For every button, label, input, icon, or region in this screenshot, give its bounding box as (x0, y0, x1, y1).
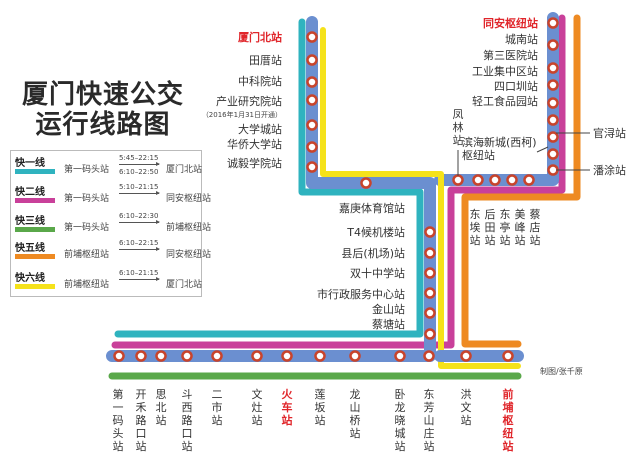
legend-to: 厦门北站 (166, 165, 203, 175)
map-title: 厦门快速公交 运行线路图 (8, 80, 198, 140)
station-label: 大学城站 (238, 123, 282, 136)
station-label: 滨海新城(西柯)枢纽站 (462, 136, 537, 162)
line5-color-swatch (15, 254, 55, 259)
line1-route (114, 18, 424, 338)
station-label: 文灶站 (251, 388, 263, 427)
station-label: 后田站 (484, 208, 496, 247)
station-label: 中科院站 (238, 75, 282, 88)
station-label: 官浔站 (593, 127, 626, 140)
station-label: 莲坂站 (314, 388, 326, 427)
legend-time-out: 6:10–22:15 (119, 239, 159, 247)
legend-row-line3: 快三线 第一码头站 6:10–22:30 前埔枢纽站 (11, 212, 211, 240)
station-label: 第一码头站 (112, 388, 124, 453)
legend-from: 第一码头站 (64, 194, 110, 204)
station-label: 东芳山庄站 (423, 388, 435, 453)
legend-time-out: 5:10–21:15 (119, 183, 159, 191)
station-label: 洪文站 (460, 388, 472, 427)
station-label: 凤林站 (452, 108, 464, 147)
opening-note: （2016年1月31日开通） (201, 111, 282, 119)
legend-from: 第一码头站 (64, 223, 110, 233)
station-label: 诚毅学院站 (227, 157, 282, 170)
arrow-icon (119, 220, 160, 224)
arrow-icon (119, 162, 160, 166)
station-label: 同安枢纽站 (483, 17, 538, 30)
legend-to: 同安枢纽站 (166, 250, 212, 260)
station-label: 潘涂站 (593, 164, 626, 177)
legend-line-name: 快二线 (15, 187, 45, 198)
legend-line-name: 快五线 (15, 243, 45, 254)
station-label: 卧龙晓城站 (394, 388, 406, 453)
legend-line-name: 快一线 (15, 158, 45, 169)
station-label: 城南站 (505, 33, 538, 46)
legend-to: 同安枢纽站 (166, 194, 212, 204)
legend: 快一线 第一码头站 5:45–22:15 6:10–22:50 厦门北站 快二线… (10, 150, 211, 297)
station-label: 火车站 (281, 388, 293, 427)
station-label: 东埃站 (469, 208, 481, 247)
line5-route (461, 14, 581, 348)
legend-row-line5: 快五线 前埔枢纽站 6:10–22:15 同安枢纽站 (11, 239, 211, 267)
legend-time-out: 6:10–22:30 (119, 212, 159, 220)
station-label: 金山站 (372, 303, 405, 316)
legend-row-line1: 快一线 第一码头站 5:45–22:15 6:10–22:50 厦门北站 (11, 154, 203, 182)
legend-time-out: 6:10–21:15 (119, 269, 159, 277)
station-label: 工业集中区站 (472, 65, 538, 78)
station-label: 斗西路口站 (181, 388, 193, 453)
station-label: 田厝站 (249, 54, 282, 67)
legend-row-line2: 快二线 第一码头站 5:10–21:15 同安枢纽站 (11, 183, 211, 211)
station-label: 双十中学站 (350, 267, 405, 280)
station-label: 蔡店站 (529, 208, 541, 247)
title-line-1: 厦门快速公交 (21, 80, 184, 110)
station-label: 前埔枢纽站 (502, 388, 514, 453)
station-label: 二市站 (211, 388, 223, 427)
station-label: 蔡塘站 (372, 318, 405, 331)
arrow-icon (119, 247, 160, 251)
legend-from: 前埔枢纽站 (64, 250, 110, 260)
legend-to: 前埔枢纽站 (166, 223, 212, 233)
station-label: 嘉庚体育馆站 (339, 202, 405, 215)
title-line-2: 运行线路图 (35, 110, 171, 140)
legend-to: 厦门北站 (166, 280, 203, 290)
arrow-icon (119, 191, 160, 195)
legend-row-line6: 快六线 前埔枢纽站 6:10–21:15 厦门北站 (11, 269, 203, 297)
station-label: 四口圳站 (494, 80, 538, 93)
station-label: 开禾路口站 (135, 388, 147, 453)
legend-from: 前埔枢纽站 (64, 280, 110, 290)
station-label: 厦门北站 (238, 31, 282, 44)
map-credit: 制图/张千原 (540, 367, 583, 376)
station-label: 美峰站 (514, 208, 526, 247)
station-label: 市行政服务中心站 (317, 288, 405, 301)
legend-line-name: 快六线 (15, 273, 45, 284)
station-label: 东亭站 (499, 208, 511, 247)
line6-route (320, 27, 521, 369)
station-label: 产业研究院站 (216, 95, 282, 108)
station-markers (113, 17, 559, 362)
line1-color-swatch (15, 169, 55, 174)
station-label: T4候机楼站 (347, 226, 405, 239)
station-label: 第三医院站 (483, 49, 538, 62)
line2-color-swatch (15, 198, 55, 203)
legend-from: 第一码头站 (64, 165, 110, 175)
legend-time-back: 6:10–22:50 (119, 168, 159, 176)
arrow-icon (119, 277, 160, 281)
station-label: 县后(机场)站 (341, 247, 405, 260)
legend-time-out: 5:45–22:15 (119, 154, 159, 162)
station-label: 思北站 (155, 388, 167, 427)
station-label: 轻工食品园站 (472, 95, 538, 108)
line6-color-swatch (15, 284, 55, 289)
line3-color-swatch (15, 227, 55, 232)
station-label: 龙山桥站 (349, 388, 361, 440)
station-label: 华侨大学站 (227, 138, 282, 151)
legend-line-name: 快三线 (15, 216, 45, 227)
